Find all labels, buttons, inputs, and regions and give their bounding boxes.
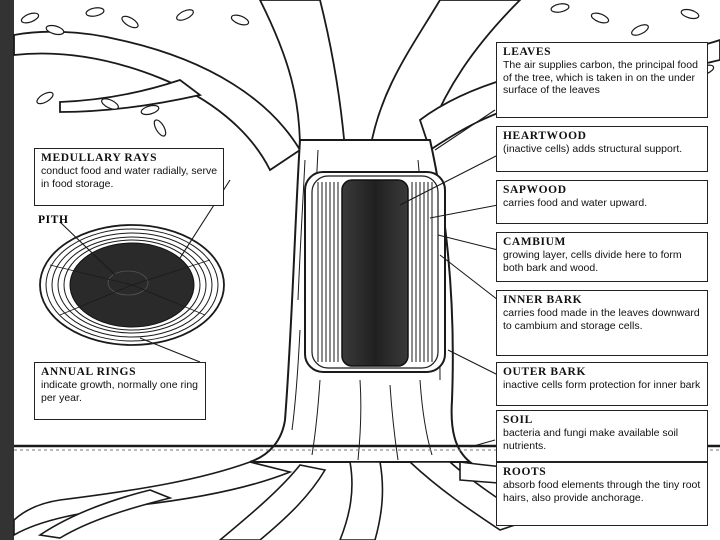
label-title: OUTER BARK xyxy=(503,366,586,378)
label-title: ROOTS xyxy=(503,466,547,478)
label-inner-bark: INNER BARK carries food made in the leav… xyxy=(496,290,708,356)
label-pith: PITH xyxy=(38,214,69,226)
label-sapwood: SAPWOOD carries food and water upward. xyxy=(496,180,708,224)
label-text: inactive cells form protection for inner… xyxy=(503,379,701,391)
label-text: The air supplies carbon, the principal f… xyxy=(503,59,698,96)
leaf-sprigs xyxy=(20,3,715,137)
label-text: bacteria and fungi make available soil n… xyxy=(503,427,679,452)
label-soil: SOIL bacteria and fungi make available s… xyxy=(496,410,708,462)
left-border xyxy=(0,0,14,540)
label-text: conduct food and water radially, serve i… xyxy=(41,165,218,190)
label-text: carries food and water upward. xyxy=(503,197,648,209)
label-leaves: LEAVES The air supplies carbon, the prin… xyxy=(496,42,708,118)
label-cambium: CAMBIUM growing layer, cells divide here… xyxy=(496,232,708,282)
label-text: carries food made in the leaves downward… xyxy=(503,307,700,332)
label-outer-bark: OUTER BARK inactive cells form protectio… xyxy=(496,362,708,406)
trunk-cross-section xyxy=(39,224,225,346)
label-title: ANNUAL RINGS xyxy=(41,366,137,378)
leader-lines xyxy=(59,109,499,448)
trunk-cutaway xyxy=(304,171,446,373)
label-title: INNER BARK xyxy=(503,294,583,306)
label-title: HEARTWOOD xyxy=(503,130,587,142)
label-heartwood: HEARTWOOD (inactive cells) adds structur… xyxy=(496,126,708,172)
label-text: indicate growth, normally one ring per y… xyxy=(41,379,198,404)
label-title: LEAVES xyxy=(503,46,552,58)
label-title: CAMBIUM xyxy=(503,236,566,248)
label-title: MEDULLARY RAYS xyxy=(41,152,158,164)
label-title: SAPWOOD xyxy=(503,184,567,196)
label-medullary-rays: MEDULLARY RAYS conduct food and water ra… xyxy=(34,148,224,206)
label-annual-rings: ANNUAL RINGS indicate growth, normally o… xyxy=(34,362,206,420)
label-text: absorb food elements through the tiny ro… xyxy=(503,479,701,504)
label-title: SOIL xyxy=(503,414,533,426)
label-text: growing layer, cells divide here to form… xyxy=(503,249,682,274)
heartwood-core xyxy=(341,179,409,367)
label-roots: ROOTS absorb food elements through the t… xyxy=(496,462,708,526)
label-text: (inactive cells) adds structural support… xyxy=(503,143,683,155)
